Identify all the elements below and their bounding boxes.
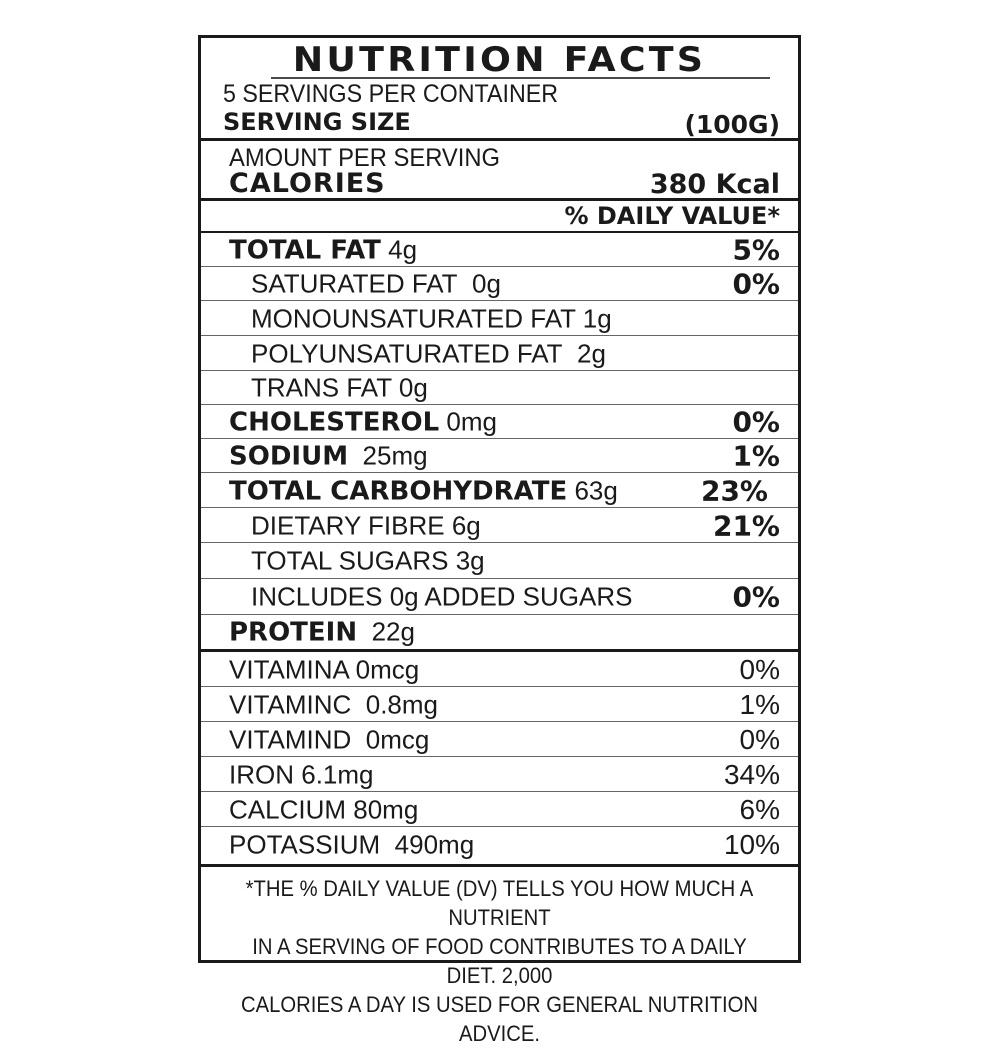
vitamin-name: VITAMINC — [229, 689, 352, 719]
nutrient-amount: 2g — [577, 338, 606, 368]
nutrient-name: CHOLESTEROL — [229, 407, 440, 438]
nutrient-row-polyunsaturated-fat: POLYUNSATURATED FAT 2g — [201, 336, 798, 371]
nutrient-row-protein: PROTEIN 22g — [201, 615, 798, 649]
nutrient-row-total-fat: TOTAL FAT 4g 5% — [201, 233, 798, 267]
vitamin-dv: 6% — [739, 793, 780, 825]
nutrient-row-total-carbohydrate: TOTAL CARBOHYDRATE 63g 23% — [201, 473, 798, 508]
divider-footnote — [201, 864, 798, 867]
nutrient-amount: 63g — [574, 475, 618, 505]
nutrient-name: SATURATED FAT — [251, 268, 458, 299]
vitamin-dv: 0% — [739, 653, 780, 685]
vitamin-name: VITAMINA — [229, 654, 349, 684]
vitamin-amount: 0mcg — [355, 654, 420, 684]
divider-vitamins — [201, 649, 798, 652]
nutrient-amount: 6g — [451, 510, 481, 540]
nutrient-amount: 22g — [371, 616, 415, 647]
vitamin-name: IRON — [229, 759, 294, 789]
footnote-line-3: CALORIES A DAY IS USED FOR GENERAL NUTRI… — [241, 992, 758, 1046]
serving-size-value: (100G) — [684, 110, 780, 139]
vitamin-name: POTASSIUM — [229, 829, 381, 859]
nutrient-dv: 23% — [700, 474, 768, 507]
nutrient-row-cholesterol: CHOLESTEROL 0mg 0% — [201, 405, 798, 439]
nutrient-amount: 4g — [388, 234, 418, 265]
nutrient-dv: 0% — [732, 405, 780, 439]
nutrient-dv: 0% — [732, 267, 780, 301]
vitamin-row-potassium: POTASSIUM 490mg 10% — [201, 827, 798, 862]
vitamin-dv: 1% — [739, 688, 780, 720]
vitamin-row-calcium: CALCIUM 80mg 6% — [201, 792, 798, 827]
nutrient-amount: 0mg — [446, 406, 497, 437]
daily-value-header: % DAILY VALUE* — [564, 202, 780, 230]
servings-per-container: 5 SERVINGS PER CONTAINER — [223, 80, 559, 108]
title-underline — [271, 77, 770, 79]
footnote-line-2: IN A SERVING OF FOOD CONTRIBUTES TO A DA… — [252, 934, 747, 988]
vitamin-row-vitamin-c: VITAMINC 0.8mg 1% — [201, 687, 798, 722]
footnote-line-1: *THE % DAILY VALUE (DV) TELLS YOU HOW MU… — [245, 876, 754, 930]
vitamin-amount: 0.8mg — [365, 689, 439, 719]
nutrient-name: PROTEIN — [229, 617, 358, 648]
nutrient-name: SODIUM — [229, 441, 349, 472]
nutrient-dv: 5% — [732, 233, 780, 267]
daily-value-footnote: *THE % DAILY VALUE (DV) TELLS YOU HOW MU… — [234, 874, 765, 1048]
nutrient-amount: 0g — [398, 372, 428, 403]
nutrient-row-dietary-fibre: DIETARY FIBRE 6g 21% — [201, 508, 798, 543]
divider-calories — [201, 198, 798, 201]
vitamin-row-vitamin-a: VITAMINA 0mcg 0% — [201, 652, 798, 687]
amount-per-serving: AMOUNT PER SERVING — [229, 144, 500, 172]
nutrition-facts-panel: NUTRITION FACTS 5 SERVINGS PER CONTAINER… — [198, 35, 801, 1046]
nutrient-name: TOTAL SUGARS — [251, 545, 449, 576]
nutrient-name: TOTAL FAT — [229, 235, 381, 266]
nutrient-row-saturated-fat: SATURATED FAT 0g 0% — [201, 267, 798, 301]
nutrient-amount: 0g — [472, 268, 501, 299]
calories-label: CALORIES — [229, 168, 386, 199]
nutrient-dv: 1% — [732, 439, 780, 473]
divider-dv-header — [201, 231, 798, 233]
nutrient-row-monounsaturated-fat: MONOUNSATURATED FAT 1g — [201, 301, 798, 336]
nutrient-amount: 25mg — [362, 440, 428, 471]
nutrient-name: POLYUNSATURATED FAT — [251, 338, 563, 368]
vitamin-dv: 0% — [739, 723, 780, 755]
panel-title: NUTRITION FACTS — [292, 40, 707, 80]
nutrient-amount: 0g ADDED SUGARS — [389, 581, 633, 612]
vitamin-row-vitamin-d: VITAMIND 0mcg 0% — [201, 722, 798, 757]
vitamin-name: CALCIUM — [229, 794, 347, 824]
nutrient-amount: 3g — [455, 545, 485, 576]
vitamin-dv: 10% — [723, 828, 780, 860]
vitamin-amount: 80mg — [353, 794, 419, 824]
nutrient-amount: 1g — [582, 303, 612, 333]
nutrient-dv: 21% — [712, 509, 780, 542]
nutrient-row-total-sugars: TOTAL SUGARS 3g — [201, 543, 798, 579]
nutrient-name: TRANS FAT — [251, 372, 392, 403]
vitamin-amount: 0mcg — [365, 724, 430, 754]
nutrient-row-added-sugars: INCLUDES 0g ADDED SUGARS 0% — [201, 579, 798, 615]
nutrient-name: TOTAL CARBOHYDRATE — [229, 476, 568, 506]
calories-value: 380 Kcal — [649, 169, 780, 200]
vitamin-row-iron: IRON 6.1mg 34% — [201, 757, 798, 792]
serving-size-label: SERVING SIZE — [223, 108, 411, 136]
nutrient-row-trans-fat: TRANS FAT 0g — [201, 371, 798, 405]
nutrient-name: INCLUDES — [251, 581, 383, 612]
nutrient-name: DIETARY FIBRE — [251, 510, 445, 540]
vitamin-dv: 34% — [723, 758, 780, 790]
vitamin-name: VITAMIND — [229, 724, 352, 754]
nutrient-row-sodium: SODIUM 25mg 1% — [201, 439, 798, 473]
nutrient-dv: 0% — [732, 580, 780, 614]
nutrient-name: MONOUNSATURATED FAT — [251, 303, 576, 333]
divider-serving — [201, 138, 798, 141]
vitamin-amount: 490mg — [394, 829, 475, 859]
vitamin-amount: 6.1mg — [301, 759, 374, 789]
